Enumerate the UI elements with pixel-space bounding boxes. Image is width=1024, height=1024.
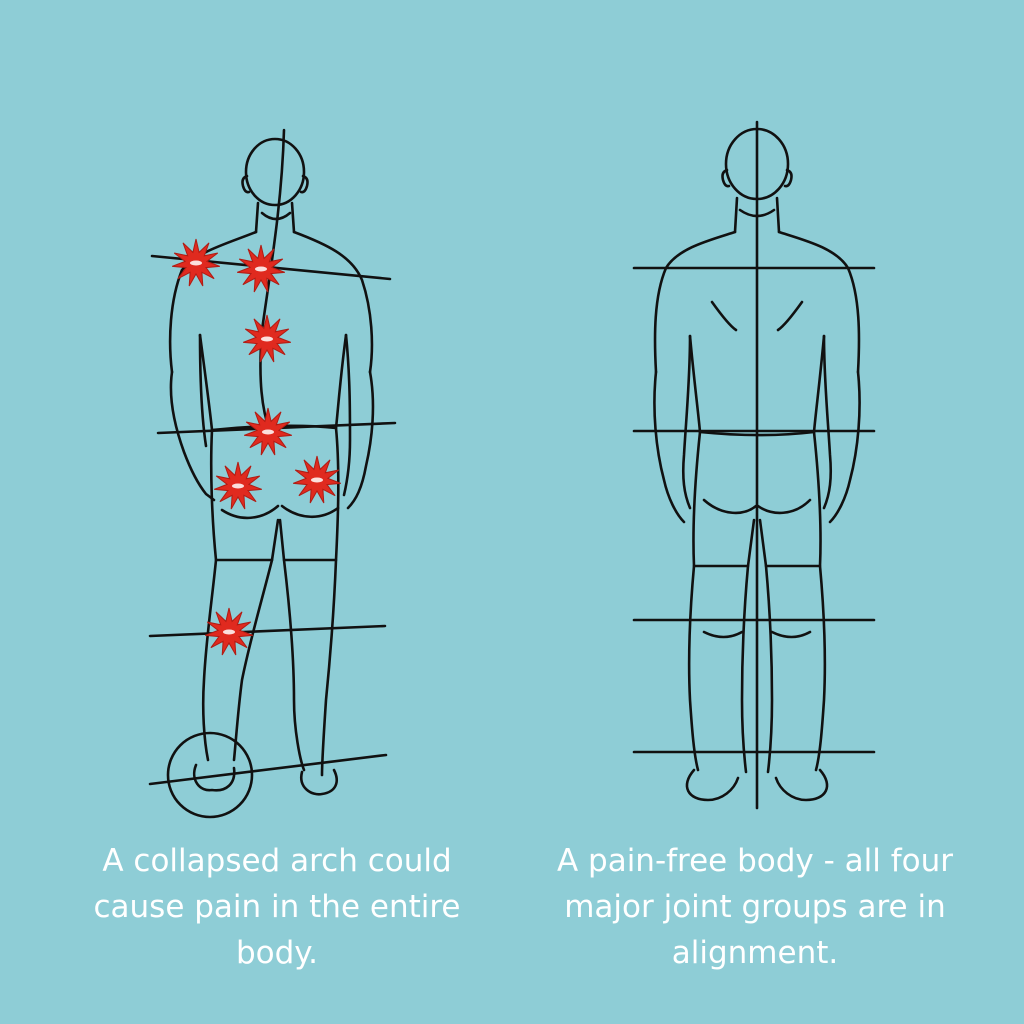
pain-markers	[172, 238, 341, 656]
left-ear-right	[299, 174, 309, 194]
right-gluteal-line	[702, 498, 812, 515]
right-waistband	[698, 430, 816, 437]
left-foot-left	[192, 763, 236, 792]
pain-burst-icon	[244, 407, 292, 456]
left-head	[244, 137, 306, 207]
pain-burst-icon	[293, 455, 341, 504]
right-knee-creases	[702, 630, 812, 639]
left-ankle-line	[148, 753, 388, 786]
right-arm-right	[822, 334, 861, 524]
left-neck	[254, 201, 296, 234]
left-leg-right	[282, 558, 338, 777]
right-scapula-left	[710, 300, 738, 332]
left-neck-crease	[260, 211, 292, 221]
right-arm-left	[653, 334, 692, 524]
left-knee-line	[148, 624, 387, 638]
pain-burst-icon	[243, 314, 291, 363]
pain-burst-icon	[237, 244, 285, 293]
right-ear-left	[721, 168, 731, 188]
left-arm-right	[342, 333, 375, 510]
right-scapula-right	[776, 300, 804, 332]
right-figure-aligned	[632, 120, 876, 810]
caption-collapsed-arch: A collapsed arch could cause pain in the…	[93, 843, 461, 971]
caption-pain-free-body: A pain-free body - all four major joint …	[556, 843, 954, 971]
right-neck	[733, 196, 781, 234]
left-ear-left	[241, 174, 251, 194]
right-foot-left	[685, 768, 740, 802]
left-figure-misaligned	[148, 128, 397, 819]
circle-highlight-icon	[166, 731, 254, 819]
left-foot-right	[300, 768, 338, 796]
left-torso-outline	[168, 230, 374, 432]
left-spine-line	[259, 128, 286, 434]
right-ear-right	[783, 168, 793, 188]
pain-burst-icon	[214, 461, 262, 510]
right-foot-right	[774, 768, 829, 802]
left-gluteal-line	[220, 504, 340, 520]
left-leg-left	[201, 558, 274, 762]
pain-burst-icon	[205, 607, 253, 656]
pain-burst-icon	[172, 238, 220, 287]
left-arm-left	[169, 333, 216, 502]
